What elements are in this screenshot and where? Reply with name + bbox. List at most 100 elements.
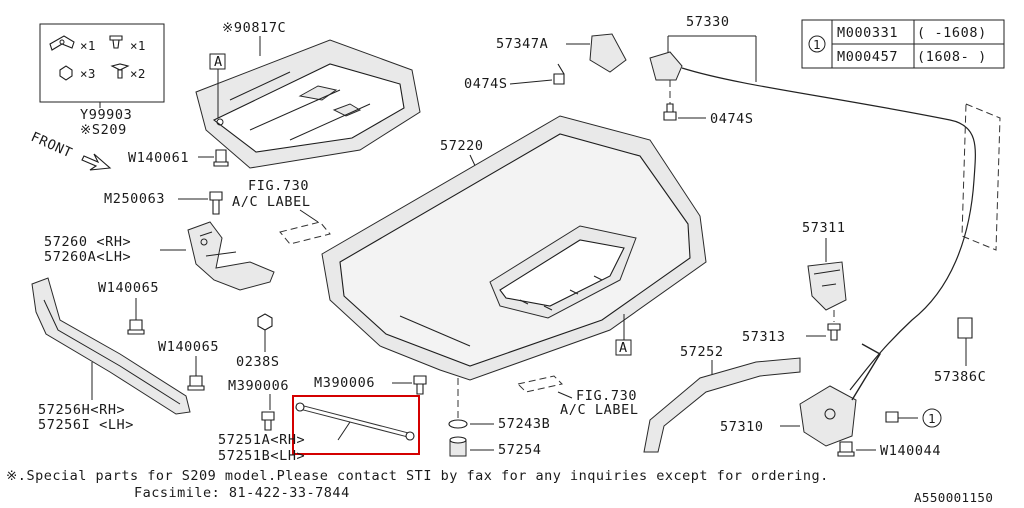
label-0474s-b: 0474S (710, 111, 754, 127)
clip-w140044: W140044 (837, 441, 941, 459)
seal-57256h-body (31, 277, 191, 415)
bracket-57347a-icon (589, 33, 627, 73)
ac-label-outline-bottom (517, 375, 563, 393)
clip-w140065-a-icon (127, 319, 145, 335)
cushion-57243b-icon (448, 419, 468, 429)
highlight-box (292, 395, 420, 455)
clip-w140061: W140061 (128, 149, 229, 167)
bolt-m390006-b: M390006 (314, 375, 427, 395)
legend-mark-circle (808, 35, 826, 53)
label-0238s: 0238S (236, 354, 280, 370)
label-57330: 57330 (686, 14, 730, 30)
latch-bolt-icon (885, 411, 899, 423)
label-57311: 57311 (802, 220, 846, 236)
label-w140044: W140044 (880, 443, 941, 459)
ac-label-outline-top (279, 221, 331, 245)
label-57254: 57254 (498, 442, 542, 458)
hood-inner (339, 133, 691, 367)
legend-range-1: ( -1608) (917, 25, 987, 41)
fig730-ac-label-bottom: FIG.730 A/C LABEL (517, 375, 639, 418)
label-m390006-a: M390006 (228, 378, 289, 394)
washer-icon (110, 63, 130, 79)
legend-code-1: M000331 (837, 25, 898, 41)
clip-57386c: 57386C (934, 317, 986, 385)
nut-0238s-icon (257, 313, 273, 331)
clip-w140065-a: W140065 (98, 280, 158, 335)
bolt-m390006-a-icon (261, 411, 275, 431)
bolt-0474s-a-icon (553, 63, 565, 85)
label-0474s-a: 0474S (464, 76, 508, 92)
clip-57386c-icon (957, 317, 973, 339)
clip-w140061-icon (213, 149, 229, 167)
legend-mark: 1 (813, 37, 821, 52)
seal-57252-body (643, 357, 801, 453)
hood-scoop-opening (499, 239, 625, 307)
footer-fax: Facsimile: 81-422-33-7844 (134, 485, 350, 501)
legend-table: 1 M000331 ( -1608) M000457 (1608- ) (801, 19, 1005, 69)
striker-57311: 57311 (802, 220, 847, 311)
nut-icon (59, 65, 73, 81)
legend-range-2: (1608- ) (917, 49, 987, 65)
bolt-m390006-b-icon (413, 375, 427, 395)
label-57310: 57310 (720, 419, 764, 435)
label-57347a: 57347A (496, 36, 548, 52)
insulator-inner (212, 63, 405, 153)
clip-w140065-b: W140065 (158, 339, 218, 391)
striker-57311-icon (807, 261, 847, 311)
kit-part-number: Y99903 (80, 107, 132, 123)
label-m390006-b: M390006 (314, 375, 375, 391)
label-m250063: M250063 (104, 191, 165, 207)
latch-lever (851, 343, 881, 401)
nut-0238s: 0238S (236, 313, 280, 370)
hardware-kit-box: ×1 ×1 ×3 ×2 Y99903 ※S209 (39, 23, 165, 138)
label-57243b: 57243B (498, 416, 550, 432)
kit-qty-washer: ×2 (130, 66, 146, 81)
hood-stay-57251: 57251A<RH> 57251B<LH> (218, 395, 420, 464)
bolt-0474s-b: 0474S (663, 80, 754, 127)
release-cable-57330: 57330 (649, 14, 1001, 391)
front-label: FRONT (28, 129, 74, 161)
label-fig730-top: FIG.730 (248, 178, 309, 194)
clip-w140065-b-icon (187, 375, 205, 391)
fig730-ac-label-top: FIG.730 A/C LABEL (232, 178, 331, 245)
screw-icon (109, 35, 123, 49)
hinge-body (187, 221, 275, 291)
hood-insulator-90817c: ※90817C A (195, 20, 421, 169)
label-57260a-lh: 57260A<LH> (44, 249, 131, 265)
kit-note: ※S209 (80, 122, 127, 138)
label-57260-rh: 57260 <RH> (44, 234, 131, 250)
label-ac-label-top: A/C LABEL (232, 194, 311, 210)
clip-icon (49, 35, 75, 51)
hood-hinge-57260: 57260 <RH> 57260A<LH> (44, 221, 275, 291)
diagram-id: A550001150 (914, 490, 993, 505)
stay-end-top-icon (295, 402, 305, 412)
label-57313: 57313 (742, 329, 786, 345)
label-57251b-lh: 57251B<LH> (218, 448, 305, 464)
stopper-57254: 57254 (449, 436, 542, 458)
ref-a-bottom: A (619, 340, 628, 356)
label-fig730-bottom: FIG.730 (576, 388, 637, 404)
stay-end-bottom-icon (405, 431, 415, 441)
label-57252: 57252 (680, 344, 724, 360)
legend-code-2: M000457 (837, 49, 898, 65)
bracket-57347a: 57347A (496, 33, 627, 73)
label-57220: 57220 (440, 138, 484, 154)
bolt-57313-icon (827, 323, 841, 341)
front-arrow-icon (81, 153, 112, 171)
release-handle-icon (649, 51, 683, 81)
callout-1-circle (922, 408, 942, 428)
footer-note: ※.Special parts for S209 model.Please co… (6, 468, 829, 484)
label-90817c: ※90817C (222, 20, 286, 36)
label-57256h-rh: 57256H<RH> (38, 402, 125, 418)
hood-latch-57310: 57310 1 (720, 343, 942, 447)
bolt-m390006-a: M390006 (228, 378, 289, 431)
seal-57252: 57252 (643, 344, 801, 453)
cushion-57243b: 57243B (448, 378, 550, 432)
label-ac-label-bottom: A/C LABEL (560, 402, 639, 418)
bolt-m250063-icon (209, 191, 223, 215)
kit-frame (39, 23, 165, 103)
ref-a-top: A (214, 54, 223, 70)
label-57251a-rh: 57251A<RH> (218, 432, 305, 448)
